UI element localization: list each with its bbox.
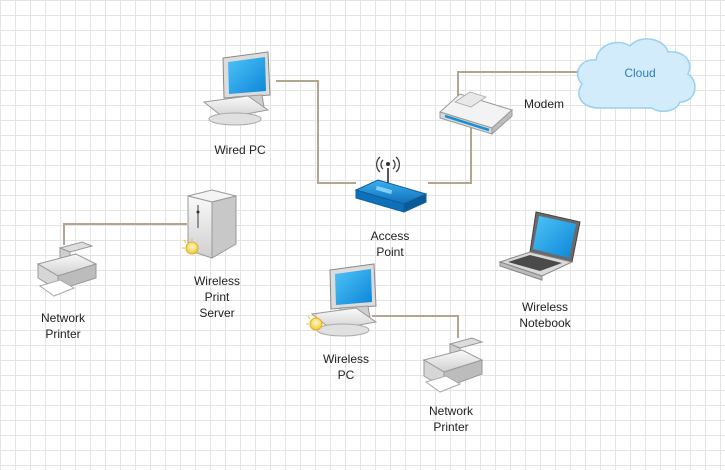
network-printer-bottom-node[interactable] — [422, 337, 484, 393]
connection-modem-cloud — [457, 71, 578, 96]
wired-pc-node[interactable] — [202, 51, 271, 126]
network-printer-bottom-label: Network Printer — [428, 404, 473, 434]
wireless-print-server-label: Wireless Print Server — [193, 274, 240, 320]
wireless-notebook-label: Wireless Notebook — [519, 300, 571, 330]
modem-label: Modem — [523, 97, 564, 111]
desktop-pc-icon — [202, 51, 271, 126]
modem-icon — [439, 91, 513, 136]
cloud-icon — [576, 38, 696, 113]
printer-icon — [422, 337, 484, 393]
desktop-pc-icon — [306, 263, 378, 337]
cloud-node[interactable] — [576, 38, 696, 113]
connection-lines — [63, 71, 578, 338]
wireless-pc-label: Wireless PC — [322, 352, 369, 382]
print-server-icon — [182, 189, 237, 259]
wired-pc-label: Wired PC — [214, 143, 266, 157]
wireless-pc-node[interactable] — [306, 263, 378, 337]
laptop-icon — [498, 211, 581, 281]
access-point-node[interactable] — [354, 156, 428, 213]
network-printer-left-node[interactable] — [36, 241, 98, 297]
wireless-print-server-node[interactable] — [182, 189, 237, 259]
wireless-notebook-node[interactable] — [498, 211, 581, 281]
access-point-label: Access Point — [370, 229, 410, 259]
connection-wiredpc-ap — [276, 80, 356, 184]
modem-node[interactable] — [439, 91, 513, 136]
connection-pc-printer — [372, 315, 459, 338]
network-printer-left-label: Network Printer — [40, 311, 85, 341]
cloud-label: Cloud — [624, 66, 656, 80]
connection-ap-modem — [428, 128, 472, 184]
printer-icon — [36, 241, 98, 297]
wireless-access-point-icon — [354, 156, 428, 213]
connection-server-printer — [63, 223, 187, 245]
